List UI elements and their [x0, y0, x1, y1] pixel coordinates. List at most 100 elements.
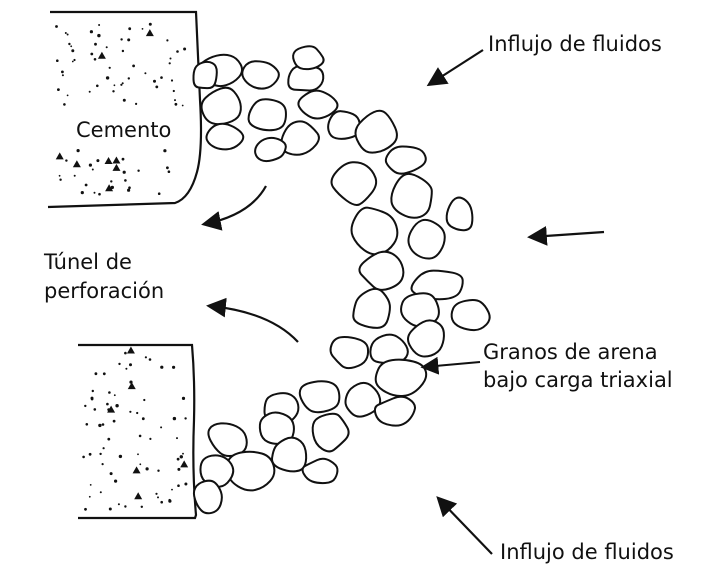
grains-label-line2: bajo carga triaxial — [483, 368, 673, 392]
cement-dot — [85, 423, 89, 426]
cement-dot — [181, 104, 184, 107]
cement-dot — [94, 372, 98, 376]
cement-dot — [88, 452, 92, 456]
cement-dot — [66, 33, 69, 36]
cement-dot — [108, 391, 111, 394]
cement-dot — [174, 99, 176, 102]
cement-dot — [141, 28, 144, 30]
cement-aggregate — [107, 405, 116, 413]
cement-dot — [73, 58, 76, 62]
sand-grain — [292, 45, 325, 71]
inflow-label-bottom: Influjo de fluidos — [500, 540, 674, 564]
cement-aggregate — [72, 160, 81, 168]
cement-dot — [98, 24, 101, 26]
cement-dot — [176, 437, 178, 440]
cement-dot — [98, 192, 101, 196]
sand-grain — [301, 457, 339, 485]
inflow-arrow-middle — [527, 226, 605, 246]
cement-dot — [167, 170, 171, 173]
sand-grain — [352, 287, 391, 329]
cement-dot — [182, 452, 184, 455]
cement-dot — [139, 463, 142, 466]
cement-dot — [105, 76, 110, 80]
sand-grain — [298, 380, 341, 414]
cement-dot — [140, 505, 143, 508]
cement-dot — [144, 72, 147, 75]
cement-dot — [65, 159, 68, 162]
cement-dot — [113, 394, 116, 397]
cement-dot — [168, 498, 171, 502]
cement-dot — [90, 52, 94, 56]
cement-dot — [61, 70, 64, 74]
sand-grain — [329, 336, 370, 370]
cement-dot — [120, 83, 123, 86]
cement-dot — [66, 94, 69, 97]
cement-aggregate — [145, 29, 154, 37]
cement-dot — [109, 472, 113, 476]
cement-dot — [82, 455, 85, 459]
cement-dot — [143, 398, 146, 402]
cement-dot — [148, 22, 152, 26]
sand-grain-arch — [192, 45, 491, 515]
cement-dot — [91, 168, 94, 171]
flow-arrow-lower — [206, 297, 299, 343]
cement-aggregate — [112, 156, 121, 164]
cement-dot — [160, 426, 163, 429]
cement-dot — [128, 27, 132, 31]
sand-grain — [374, 358, 428, 398]
cement-block-bottom — [78, 343, 198, 520]
cement-dot — [97, 33, 101, 38]
cement-dot — [58, 174, 61, 177]
cement-dot — [88, 163, 92, 167]
cement-dot — [122, 98, 126, 102]
cement-dot — [172, 89, 175, 93]
cement-dot — [121, 157, 125, 161]
cement-dot — [148, 358, 152, 361]
cement-dot — [172, 416, 177, 421]
cement-aggregate — [180, 460, 189, 468]
cement-dot — [135, 102, 138, 105]
cement-aggregate — [55, 152, 64, 160]
cement-dot — [176, 457, 180, 461]
cement-dot — [132, 64, 136, 68]
cement-dot — [144, 356, 147, 359]
sand-grain — [241, 60, 280, 90]
sand-grain — [390, 172, 433, 219]
cement-aggregate — [105, 184, 114, 192]
cement-dot — [184, 482, 188, 486]
cement-dot — [70, 45, 73, 48]
cement-dot — [89, 30, 93, 34]
sand-grain — [205, 122, 245, 151]
sand-grain — [410, 269, 464, 301]
cement-dot — [99, 491, 102, 494]
tunnel-label-line1: Túnel de — [44, 250, 132, 274]
cement-dot — [141, 417, 145, 421]
cement-aggregate — [104, 156, 113, 164]
cement-texture-bottom — [82, 346, 189, 511]
sand-grain — [297, 89, 339, 120]
cement-texture-top — [55, 22, 187, 196]
sand-grain — [407, 319, 445, 358]
sand-grain — [311, 412, 350, 453]
grains-label-line1: Granos de arena — [483, 340, 658, 364]
cement-dot — [107, 437, 111, 441]
cement-dot — [105, 46, 108, 49]
cement-dot — [115, 404, 119, 408]
cement-dot — [99, 452, 102, 456]
inflow-arrow-top — [426, 49, 484, 87]
cement-dot — [160, 365, 164, 369]
cement-dot — [96, 159, 100, 163]
cement-dot — [149, 437, 152, 440]
cement-dot — [112, 419, 116, 423]
cement-dot — [84, 183, 88, 187]
cement-dot — [117, 503, 120, 506]
inflow-arrow-bottom — [436, 496, 493, 555]
cement-dot — [84, 404, 87, 408]
cement-dot — [145, 467, 149, 471]
sand-grain — [450, 299, 491, 332]
cement-dot — [110, 180, 113, 183]
cement-dot — [157, 496, 159, 499]
cement-aggregate — [112, 163, 121, 171]
cement-dot — [169, 57, 172, 60]
